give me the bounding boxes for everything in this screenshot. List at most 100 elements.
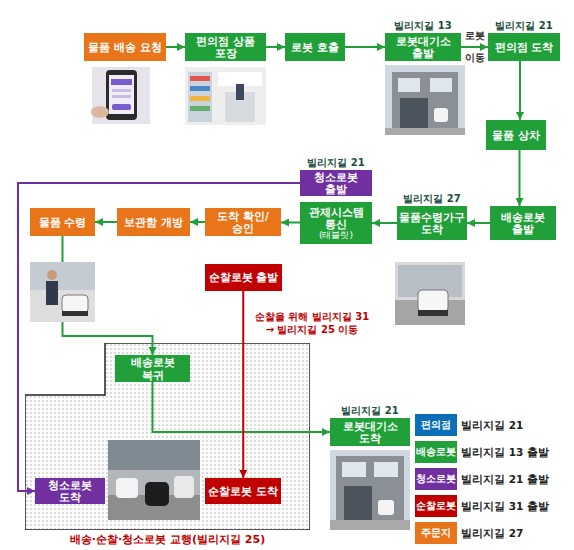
pickup-photo xyxy=(30,262,95,322)
flow-arrow xyxy=(519,61,521,120)
process-box: 관제시스템 통신(태블릿) xyxy=(300,202,372,244)
street-label: 빌리지길 13 xyxy=(394,20,451,32)
box-label: 로봇대기소 출발 xyxy=(388,35,458,59)
flow-arrow xyxy=(166,46,185,48)
road xyxy=(395,300,465,325)
flow-arrow xyxy=(372,222,397,224)
person-head xyxy=(47,270,57,280)
legend-text: 배송로봇 xyxy=(415,441,457,463)
edge-label: 로봇 이동 xyxy=(461,25,488,69)
legend-swatch: 청소로봇 xyxy=(415,468,457,490)
building xyxy=(392,72,458,128)
store-photo xyxy=(185,67,266,125)
street-label: 빌리지길 21 xyxy=(495,20,552,32)
building xyxy=(108,440,200,470)
flow-arrow xyxy=(266,46,285,48)
photo-background xyxy=(330,450,410,530)
shelf-goods xyxy=(190,76,210,81)
address-label: 빌리지길 13 출발 xyxy=(461,441,571,463)
process-box: 빌리지길 21청소로봇 출발 xyxy=(300,170,372,196)
process-box: 로봇 호출 xyxy=(285,33,345,61)
legend-text: 편의점 xyxy=(415,414,457,436)
shelf-goods xyxy=(190,106,210,111)
robot xyxy=(418,290,448,312)
doorway xyxy=(344,486,372,520)
region-band: 배송·순찰·청소로봇 교행(빌리지길 25)배송로봇 복귀청소로봇 도착순찰로봇… xyxy=(25,343,310,530)
shelf xyxy=(188,72,212,122)
band-caption: 배송·순찰·청소로봇 교행(빌리지길 25) xyxy=(25,534,310,547)
hand xyxy=(91,106,109,118)
robot xyxy=(145,482,169,506)
pavement xyxy=(385,128,465,135)
box-label: 물품 수령 xyxy=(39,216,87,228)
legend-text: 청소로봇 xyxy=(415,468,457,490)
process-box: 배송로봇 복귀 xyxy=(115,355,190,382)
robot xyxy=(116,478,138,498)
legend-text: 순찰로봇 xyxy=(415,495,457,517)
process-box: 순찰로봇 출발 xyxy=(205,264,282,291)
process-box: 물품 상차 xyxy=(486,120,546,150)
flow-arrow xyxy=(467,222,490,224)
building xyxy=(30,262,95,290)
address-label: 빌리지길 27 xyxy=(461,522,571,544)
flow-arrow xyxy=(519,150,521,206)
band-shape xyxy=(25,343,310,530)
app-row xyxy=(112,95,131,98)
app-button xyxy=(112,104,131,110)
process-box: 빌리지길 21로봇대기소 도착 xyxy=(330,418,410,446)
process-box: 배송로봇 출발 xyxy=(490,206,556,240)
photo-background xyxy=(108,440,200,520)
station-photo xyxy=(330,450,410,530)
flow-arrow xyxy=(345,46,385,48)
box-label: 편의점 도착 xyxy=(495,41,554,53)
box-label: 관제시스템 통신 xyxy=(303,206,369,230)
flow-arrow xyxy=(281,222,300,224)
doorway xyxy=(400,98,428,128)
photo-background xyxy=(185,67,266,125)
photo-background xyxy=(385,65,465,135)
robot-base xyxy=(62,311,88,316)
station-photo xyxy=(385,65,465,135)
address-label: 빌리지길 21 출발 xyxy=(461,468,571,490)
process-box: 도착 확인/승인 xyxy=(205,208,281,236)
legend-swatch: 편의점 xyxy=(415,414,457,436)
box-label: 로봇 호출 xyxy=(291,41,339,53)
process-box: 편의점 상품 포장 xyxy=(185,33,266,61)
household-photo xyxy=(395,262,465,325)
shelf-goods xyxy=(190,86,210,91)
robot xyxy=(174,476,194,498)
app-bar xyxy=(111,79,132,85)
flow-arrow xyxy=(63,236,153,355)
phone-screen xyxy=(109,75,134,114)
photo-background xyxy=(395,262,465,325)
legend-swatch: 주문지 xyxy=(415,522,457,544)
building xyxy=(398,265,462,297)
process-box: 물품 수령 xyxy=(30,208,95,236)
person-body xyxy=(46,281,58,305)
box-label: 물품 배송 요청 xyxy=(88,41,161,53)
window xyxy=(342,462,366,477)
crossing-photo xyxy=(108,440,200,520)
phone-photo xyxy=(91,67,150,124)
process-box: 보관함 개방 xyxy=(117,208,190,236)
robot xyxy=(434,108,448,122)
store-sign xyxy=(218,72,262,86)
box-label: 순찰로봇 도착 xyxy=(208,485,278,497)
box-label: 청소로봇 도착 xyxy=(38,479,102,503)
address-label: 빌리지길 31 출발 xyxy=(461,495,571,517)
robot xyxy=(378,500,394,515)
flow-arrow xyxy=(18,183,300,491)
box-label: 도착 확인/승인 xyxy=(208,210,278,234)
window xyxy=(374,462,398,477)
flow-arrow xyxy=(242,291,244,478)
box-label: 배송로봇 복귀 xyxy=(118,356,187,380)
process-box: 청소로봇 도착 xyxy=(35,478,105,504)
flow-arrow xyxy=(461,46,488,48)
box-label: 물품 상차 xyxy=(492,129,540,141)
shelf-goods xyxy=(190,96,210,101)
